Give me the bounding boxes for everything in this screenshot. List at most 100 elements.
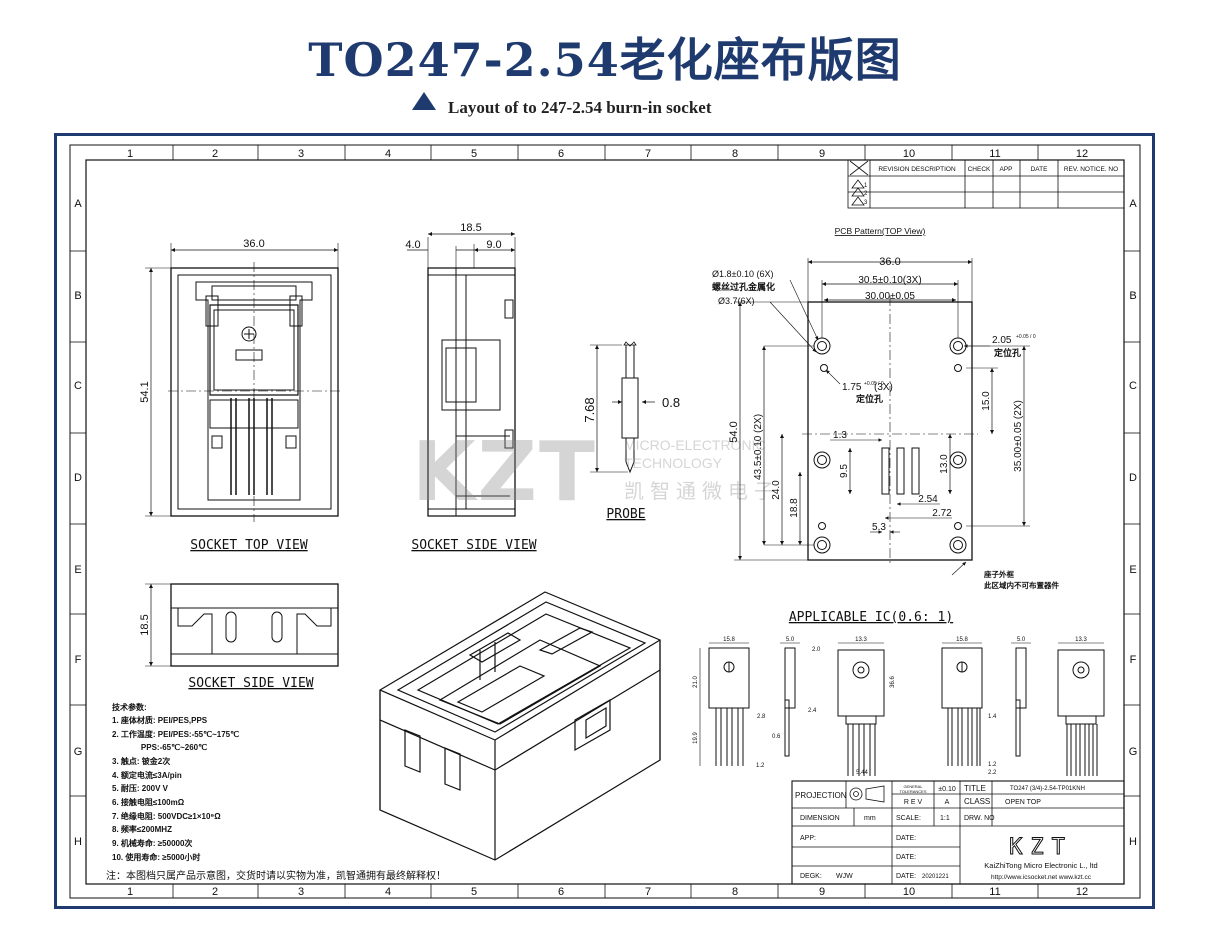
ic-dim-2-0-a: 2.0 (812, 647, 821, 653)
ic-dim-13-3-a: 13.3 (855, 637, 867, 643)
pcb-dim-13: 13.0 (939, 454, 950, 474)
specs-heading: 技术参数: (112, 702, 147, 712)
grid-row-label: A (74, 198, 82, 210)
spec-item: 1. 座体材质: PEI/PES,PPS (112, 715, 208, 725)
tb-rev-value: A (945, 799, 950, 806)
top-view-label: SOCKET TOP VIEW (190, 538, 308, 553)
watermark-en-1: MICRO-ELECTRONIC (624, 437, 766, 453)
side-view-dim-18-5: 18.5 (460, 222, 481, 234)
grid-row-label: G (1129, 746, 1138, 758)
pcb-dim-36: 36.0 (879, 256, 900, 268)
socket-isometric-view (379, 591, 661, 861)
grid-col-label: 5 (471, 148, 477, 160)
tb-title-label: TITLE (964, 784, 986, 793)
tb-rev-label: R E V (904, 799, 923, 806)
pcb-loc-hole-2-tol: +0.05 / 0 (864, 381, 884, 387)
pcb-outline-cn-2: 此区域内不可布置器件 (984, 580, 1059, 590)
applicable-ic-title: APPLICABLE IC(0.6: 1) (789, 610, 953, 625)
pcb-hole-2: Ø3.7(6X) (718, 296, 755, 306)
tb-class-value: OPEN TOP (1005, 799, 1041, 806)
rev-row-3: 3 (864, 200, 868, 206)
title-block (791, 780, 1125, 885)
side-view-label: SOCKET SIDE VIEW (411, 538, 536, 553)
revision-table (847, 159, 1125, 209)
grid-col-label: 6 (558, 148, 564, 160)
socket-side-view (407, 231, 516, 517)
grid-col-label: 2 (212, 148, 218, 160)
disclaimer-note: 注：本图档只属产品示意图，交货时请以实物为准，凯智通拥有最终解释权！ (106, 869, 446, 882)
grid-row-label: C (1129, 380, 1137, 392)
pcb-dim-43-5: 43.5±0.10 (2X) (753, 414, 764, 480)
spec-item: 5. 耐压: 200V V (112, 783, 169, 793)
grid-col-label: 1 (127, 886, 133, 898)
grid-row-label: B (1129, 290, 1136, 302)
pcb-dim-30-5: 30.5±0.10(3X) (858, 275, 921, 286)
rev-header-app: APP (999, 166, 1012, 173)
socket-top-view (145, 243, 342, 522)
kzt-watermark: KZT MICRO-ELECTRONIC TECHNOLOGY 凯智通微电子 (412, 425, 774, 520)
grid-col-label: 9 (819, 886, 825, 898)
pcb-dim-24: 24.0 (771, 480, 782, 500)
spec-item: 8. 频率≤200MHZ (112, 824, 172, 834)
spec-item: 3. 触点: 铍金2次 (112, 756, 170, 766)
tb-date-label-1: DATE: (896, 835, 916, 842)
grid-col-label: 3 (298, 886, 304, 898)
side-view-dim-9-0: 9.0 (486, 239, 501, 251)
ic-dim-2-4: 2.4 (808, 708, 817, 714)
page-subtitle: Layout of to 247-2.54 burn-in socket (448, 98, 712, 117)
rev-header-desc: REVISION DESCRIPTION (878, 166, 956, 173)
grid-col-label: 10 (903, 886, 915, 898)
grid-row-label: F (1130, 654, 1137, 666)
pcb-dim-30-00: 30.00±0.05 (865, 291, 915, 302)
grid-col-label: 4 (385, 886, 391, 898)
tech-specs: 技术参数: 1. 座体材质: PEI/PES,PPS 2. 工作温度: PEI/… (112, 702, 239, 862)
ic-dim-1-2-b: 1.2 (988, 762, 997, 768)
pcb-outline-cn-1: 座子外框 (983, 569, 1014, 579)
tb-company: KaiZhiTong Micro Electronic L., ltd (984, 861, 1097, 870)
spec-item: 2. 工作温度: PEI/PES:-55℃~175℃ (112, 729, 239, 739)
grid-col-label: 8 (732, 886, 738, 898)
tb-projection: PROJECTION (795, 791, 847, 800)
ic-dim-1-4: 1.4 (988, 714, 997, 720)
pcb-hole-1-cn: 螺丝过孔金属化 (712, 281, 775, 292)
pcb-dim-1-3: 1.3 (833, 430, 847, 441)
tb-dimension-value: mm (864, 815, 876, 822)
grid-col-label: 8 (732, 148, 738, 160)
grid-row-labels-left: A B C D E F G H (74, 198, 83, 848)
tb-class-label: CLASS (964, 797, 990, 806)
pcb-dim-18-8: 18.8 (789, 498, 800, 518)
rev-header-date: DATE (1031, 166, 1049, 173)
watermark-en-2: TECHNOLOGY (624, 455, 723, 471)
ic-dim-15-8-a: 15.8 (723, 637, 735, 643)
grid-row-label: A (1129, 198, 1137, 210)
grid-row-label: G (74, 746, 83, 758)
pcb-loc-hole-2: 1.75 (842, 382, 862, 393)
ic-dim-2-8: 2.8 (757, 714, 766, 720)
pcb-loc-hole-2-count: (3X) (874, 382, 893, 393)
rev-row-2: 2 (864, 191, 868, 197)
ic-dim-13-3-b: 13.3 (1075, 637, 1087, 643)
tb-scale-label: SCALE: (896, 815, 921, 822)
pcb-dim-35-00: 35.00±0.05 (2X) (1013, 400, 1024, 472)
tb-scale-value: 1:1 (940, 815, 950, 822)
tb-general: GENERAL (903, 784, 923, 789)
grid-col-label: 7 (645, 148, 651, 160)
grid-col-label: 3 (298, 148, 304, 160)
pcb-dim-9-5: 9.5 (839, 464, 850, 478)
grid-col-label: 11 (989, 886, 1000, 898)
socket-side-view-2 (145, 583, 339, 667)
page-title: TO247-2.54老化座布版图 (308, 33, 902, 87)
top-view-width-dim: 36.0 (243, 238, 264, 250)
tb-url: http://www.icsocket.net www.kzt.cc (991, 874, 1092, 881)
ic-dim-0-6: 0.6 (772, 734, 781, 740)
rev-row-triangles-icon (851, 179, 865, 206)
watermark-logo: KZT (412, 425, 597, 520)
rev-header-check: CHECK (968, 166, 991, 173)
probe-view (590, 341, 655, 474)
tb-logo: KZT (1009, 835, 1073, 860)
grid-row-label: E (1129, 564, 1136, 576)
ic-dim-5-0-a: 5.0 (786, 637, 795, 643)
spec-item: 6. 接触电阻≤100mΩ (112, 797, 185, 807)
tb-date-label-2: DATE: (896, 854, 916, 861)
pcb-loc-hole-2-cn: 定位孔 (855, 393, 883, 404)
